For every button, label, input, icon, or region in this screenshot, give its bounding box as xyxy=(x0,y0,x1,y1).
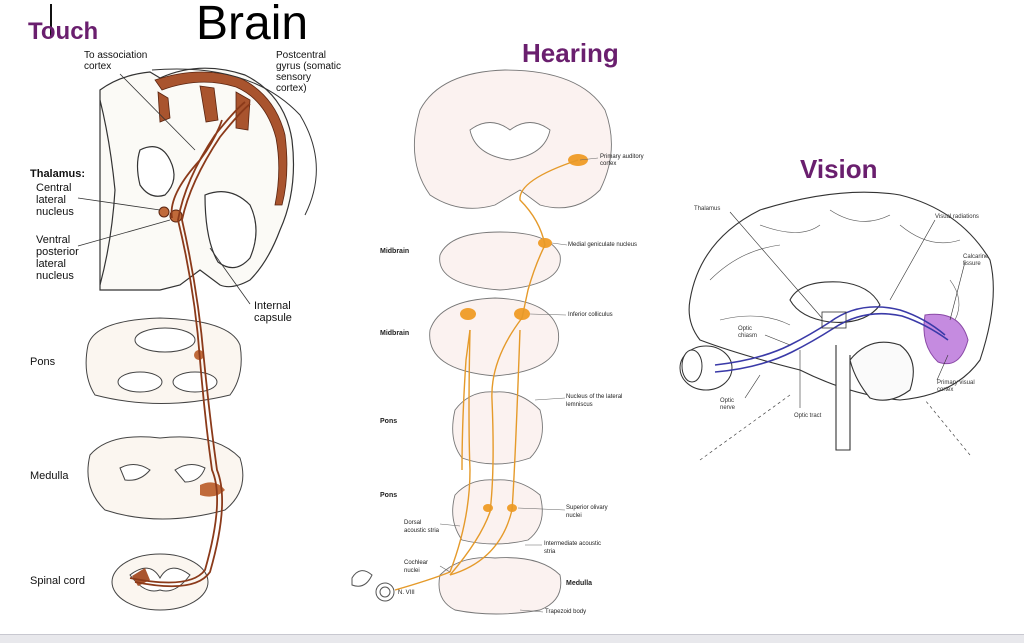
label-dorsal-acoustic-stria: Dorsal acoustic stria xyxy=(404,520,440,534)
label-optic-nerve: Optic nerve xyxy=(720,398,736,411)
label-vision-thalamus: Thalamus xyxy=(694,206,721,212)
inferior-colliculus-left xyxy=(460,308,476,320)
label-hearing-midbrain-1: Midbrain xyxy=(380,248,410,255)
label-n8: N. VIII xyxy=(398,590,415,596)
touch-medulla xyxy=(87,436,244,520)
label-hearing-pons-1: Pons xyxy=(380,418,398,425)
medulla-nucleus xyxy=(200,482,225,497)
vision-leader-lines xyxy=(729,211,966,408)
touch-pathway xyxy=(129,101,251,588)
label-pons: Pons xyxy=(30,356,56,368)
brain-title: Brain xyxy=(196,0,309,50)
vision-dashed-lines xyxy=(699,394,971,461)
vision-gyri xyxy=(709,209,961,326)
label-trapezoid-body: Trapezoid body xyxy=(545,609,587,615)
label-visual-radiations: Visual radiations xyxy=(935,214,979,220)
label-cochlear-nuclei: Cochlear nuclei xyxy=(404,560,429,574)
bottom-scrollbar[interactable] xyxy=(0,634,1024,643)
inferior-colliculus-right xyxy=(514,308,530,320)
thalamus-box xyxy=(821,311,847,329)
inner-ear xyxy=(351,570,395,602)
label-central-lateral: Central lateral nucleus xyxy=(36,182,74,218)
label-hearing-pons-2: Pons xyxy=(380,492,398,499)
label-internal-capsule: Internal capsule xyxy=(254,300,292,324)
touch-title: Touch xyxy=(28,18,99,45)
label-hearing-midbrain-2: Midbrain xyxy=(380,330,410,337)
vision-title: Vision xyxy=(800,154,878,184)
label-intermediate-acoustic-stria: Intermediate acoustic stria xyxy=(544,541,602,555)
hearing-title: Hearing xyxy=(522,38,619,68)
label-spinal-cord: Spinal cord xyxy=(30,575,86,587)
label-hearing-medulla: Medulla xyxy=(566,580,593,587)
label-inferior-colliculus: Inferior colliculus xyxy=(568,312,613,318)
label-superior-olivary: Superior olivary nuclei xyxy=(566,505,608,519)
label-medulla: Medulla xyxy=(30,470,69,482)
label-vpl: Ventral posterior lateral nucleus xyxy=(36,234,79,282)
vision-brain xyxy=(688,191,994,451)
hearing-medulla xyxy=(438,557,562,615)
central-lateral-nucleus xyxy=(158,206,170,218)
hearing-midbrain-1 xyxy=(439,231,561,291)
label-optic-tract: Optic tract xyxy=(794,413,822,419)
text-cursor xyxy=(50,4,52,38)
hearing-cortex xyxy=(413,69,612,209)
label-thalamus: Thalamus: xyxy=(30,168,86,180)
label-primary-auditory-cortex: Primary auditory cortex xyxy=(600,154,644,167)
label-lateral-lemniscus: Nucleus of the lateral lemniscus xyxy=(566,394,623,408)
touch-leader-lines xyxy=(77,73,251,305)
postcentral-arc xyxy=(151,68,317,216)
eye xyxy=(679,345,733,391)
label-association-cortex: To association cortex xyxy=(84,50,148,72)
label-calcarine-fissure: Calcarine fissure xyxy=(963,254,989,267)
hearing-pathway xyxy=(394,159,579,591)
label-primary-visual-cortex: Primary visual cortex xyxy=(937,380,975,393)
label-optic-chiasm: Optic chiasm xyxy=(738,326,758,339)
hearing-leader-lines xyxy=(439,157,599,613)
label-postcentral-gyrus: Postcentral gyrus (somatic sensory corte… xyxy=(276,50,342,94)
label-medial-geniculate: Medial geniculate nucleus xyxy=(568,242,638,248)
